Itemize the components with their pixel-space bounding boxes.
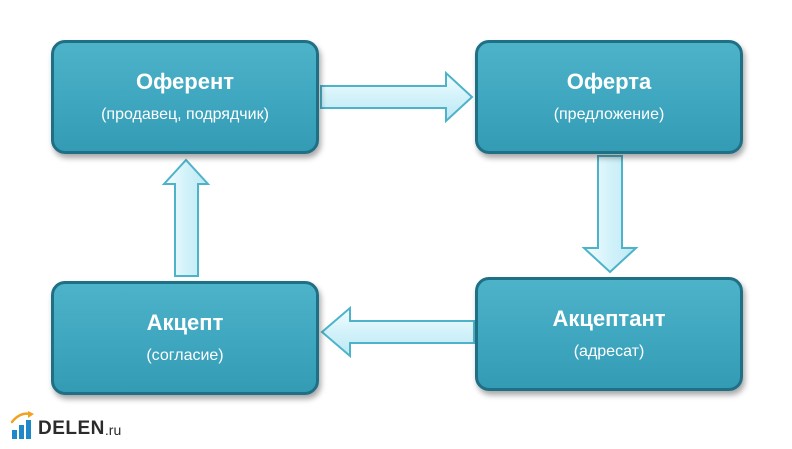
node-oferent: Оферент (продавец, подрядчик) [51,40,319,154]
node-akcept-subtitle: (согласие) [146,347,224,364]
arrow-akcept-to-oferent [161,158,211,277]
node-akcept: Акцепт (согласие) [51,281,319,395]
arrow-oferta-to-akceptant [581,155,639,274]
node-akcept-title: Акцепт [146,310,224,335]
bar-chart-icon [10,411,34,439]
node-oferent-subtitle: (продавец, подрядчик) [101,106,269,123]
node-akceptant-subtitle: (адресат) [573,343,645,360]
node-oferta-subtitle: (предложение) [553,106,665,123]
node-oferta: Оферта (предложение) [475,40,743,154]
node-akceptant: Акцептант (адресат) [475,277,743,391]
node-oferta-title: Оферта [566,69,652,94]
node-akceptant-title: Акцептант [552,306,666,331]
node-oferent-title: Оферент [135,69,235,94]
arrow-oferent-to-oferta [320,70,474,124]
logo-name: DELEN [38,418,105,439]
arrow-akceptant-to-akcept [320,305,475,359]
logo-tld: .ru [104,422,122,438]
site-logo: DELEN .ru [10,408,121,440]
